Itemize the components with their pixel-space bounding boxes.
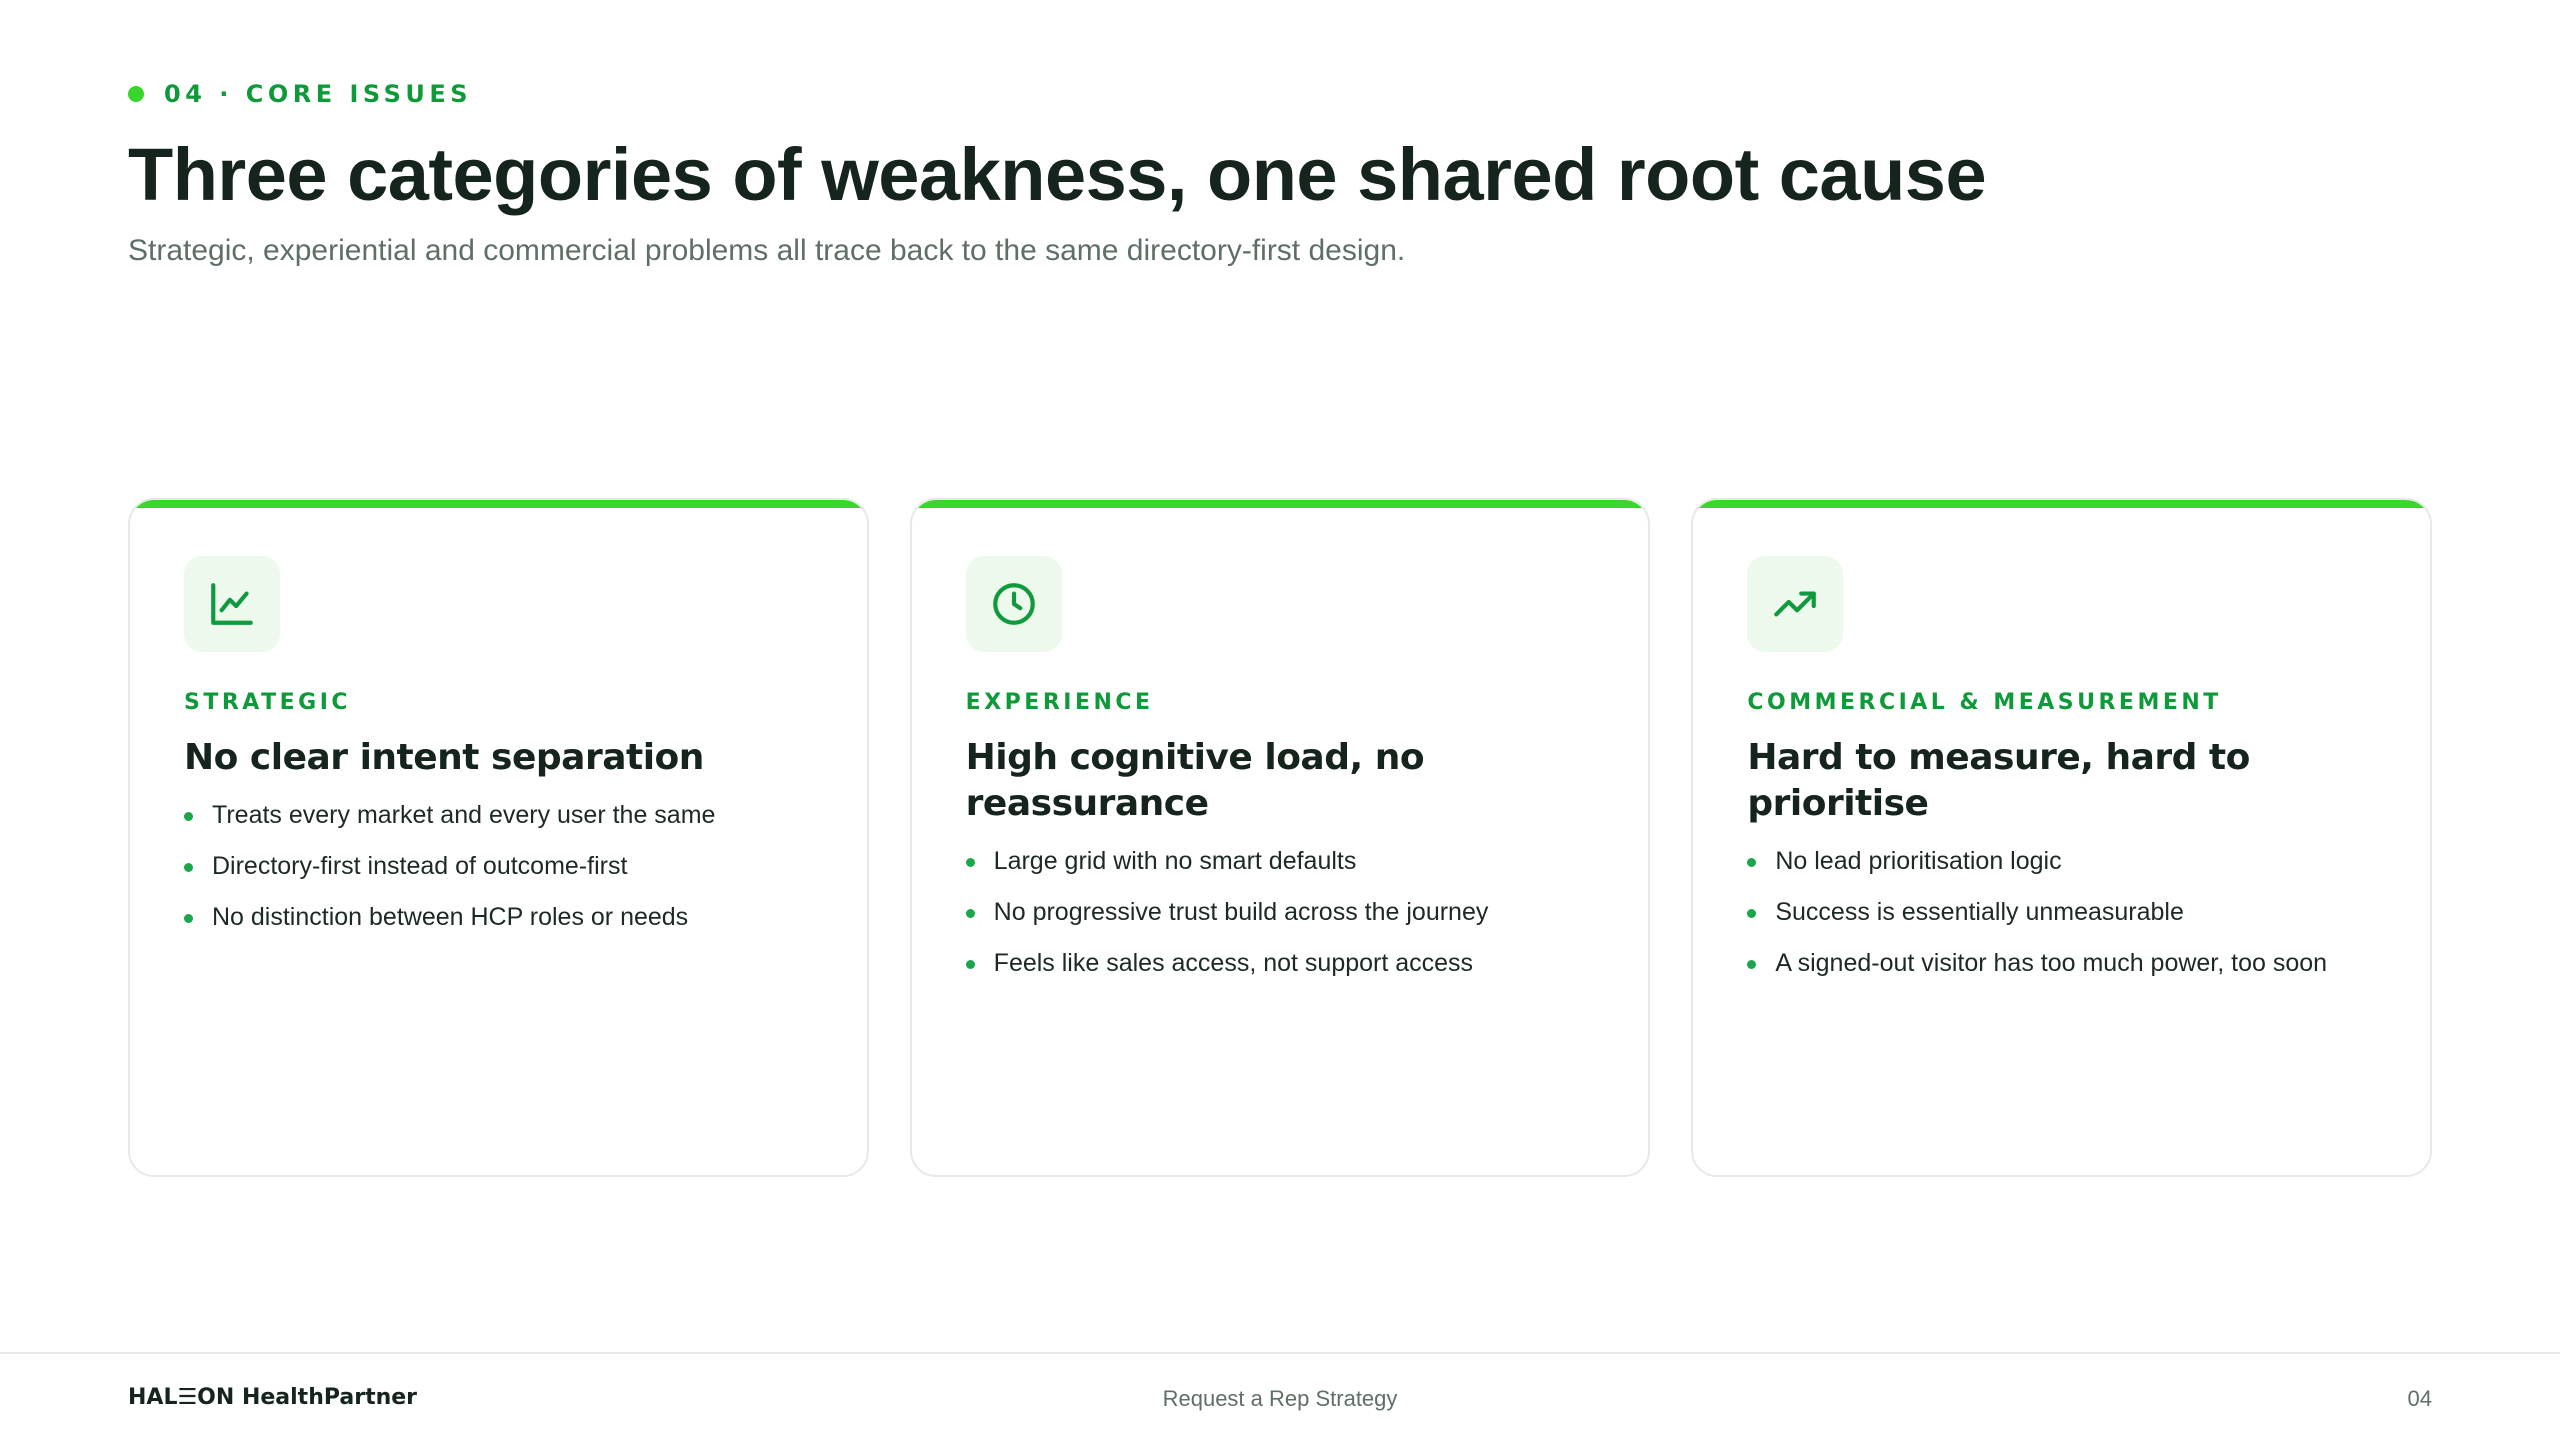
card-category: EXPERIENCE (965, 690, 1154, 715)
page-title: Three categories of weakness, one shared… (128, 133, 1987, 216)
card-commercial: COMMERCIAL & MEASUREMENT Hard to measure… (1691, 498, 2433, 1177)
card-category: STRATEGIC (184, 690, 352, 715)
issue-cards: STRATEGIC No clear intent separation Tre… (128, 498, 2433, 1177)
brand-logo: HAL☰ON HealthPartner (128, 1385, 418, 1410)
card-strategic: STRATEGIC No clear intent separation Tre… (128, 498, 869, 1177)
list-item: A signed-out visitor has too much power,… (1747, 947, 2376, 979)
slide-footer: HAL☰ON HealthPartner Request a Rep Strat… (0, 1352, 2560, 1440)
card-title: No clear intent separation (184, 737, 704, 778)
list-item: Feels like sales access, not support acc… (965, 947, 1595, 979)
eyebrow-dot (128, 86, 144, 102)
list-item: Large grid with no smart defaults (965, 845, 1595, 877)
eyebrow-label: 04 · CORE ISSUES (164, 80, 473, 108)
card-bullets: Treats every market and every user the s… (184, 799, 813, 933)
card-title: Hard to measure, hard to prioritise (1747, 737, 2250, 824)
card-bullets: No lead prioritisation logic Success is … (1747, 845, 2376, 979)
card-bullets: Large grid with no smart defaults No pro… (965, 845, 1595, 979)
card-title: High cognitive load, no reassurance (965, 737, 1425, 824)
list-item: No distinction between HCP roles or need… (184, 901, 813, 933)
list-item: No progressive trust build across the jo… (965, 896, 1595, 928)
card-accent-bar (911, 500, 1649, 508)
card-accent-bar (1693, 500, 2431, 508)
page-subtitle: Strategic, experiential and commercial p… (128, 234, 1406, 267)
list-item: Directory-first instead of outcome-first (184, 850, 813, 882)
list-item: Success is essentially unmeasurable (1747, 896, 2376, 928)
section-eyebrow: 04 · CORE ISSUES (128, 80, 472, 108)
page-number: 04 (2407, 1386, 2432, 1411)
card-accent-bar (130, 500, 867, 508)
list-item: Treats every market and every user the s… (184, 799, 813, 831)
list-item: No lead prioritisation logic (1747, 845, 2376, 877)
card-experience: EXPERIENCE High cognitive load, no reass… (909, 498, 1651, 1177)
card-category: COMMERCIAL & MEASUREMENT (1747, 690, 2222, 715)
footer-deck-title: Request a Rep Strategy (1162, 1386, 1398, 1411)
line-chart-icon (184, 556, 280, 652)
trending-up-icon (1747, 556, 1844, 652)
clock-icon (965, 556, 1062, 652)
